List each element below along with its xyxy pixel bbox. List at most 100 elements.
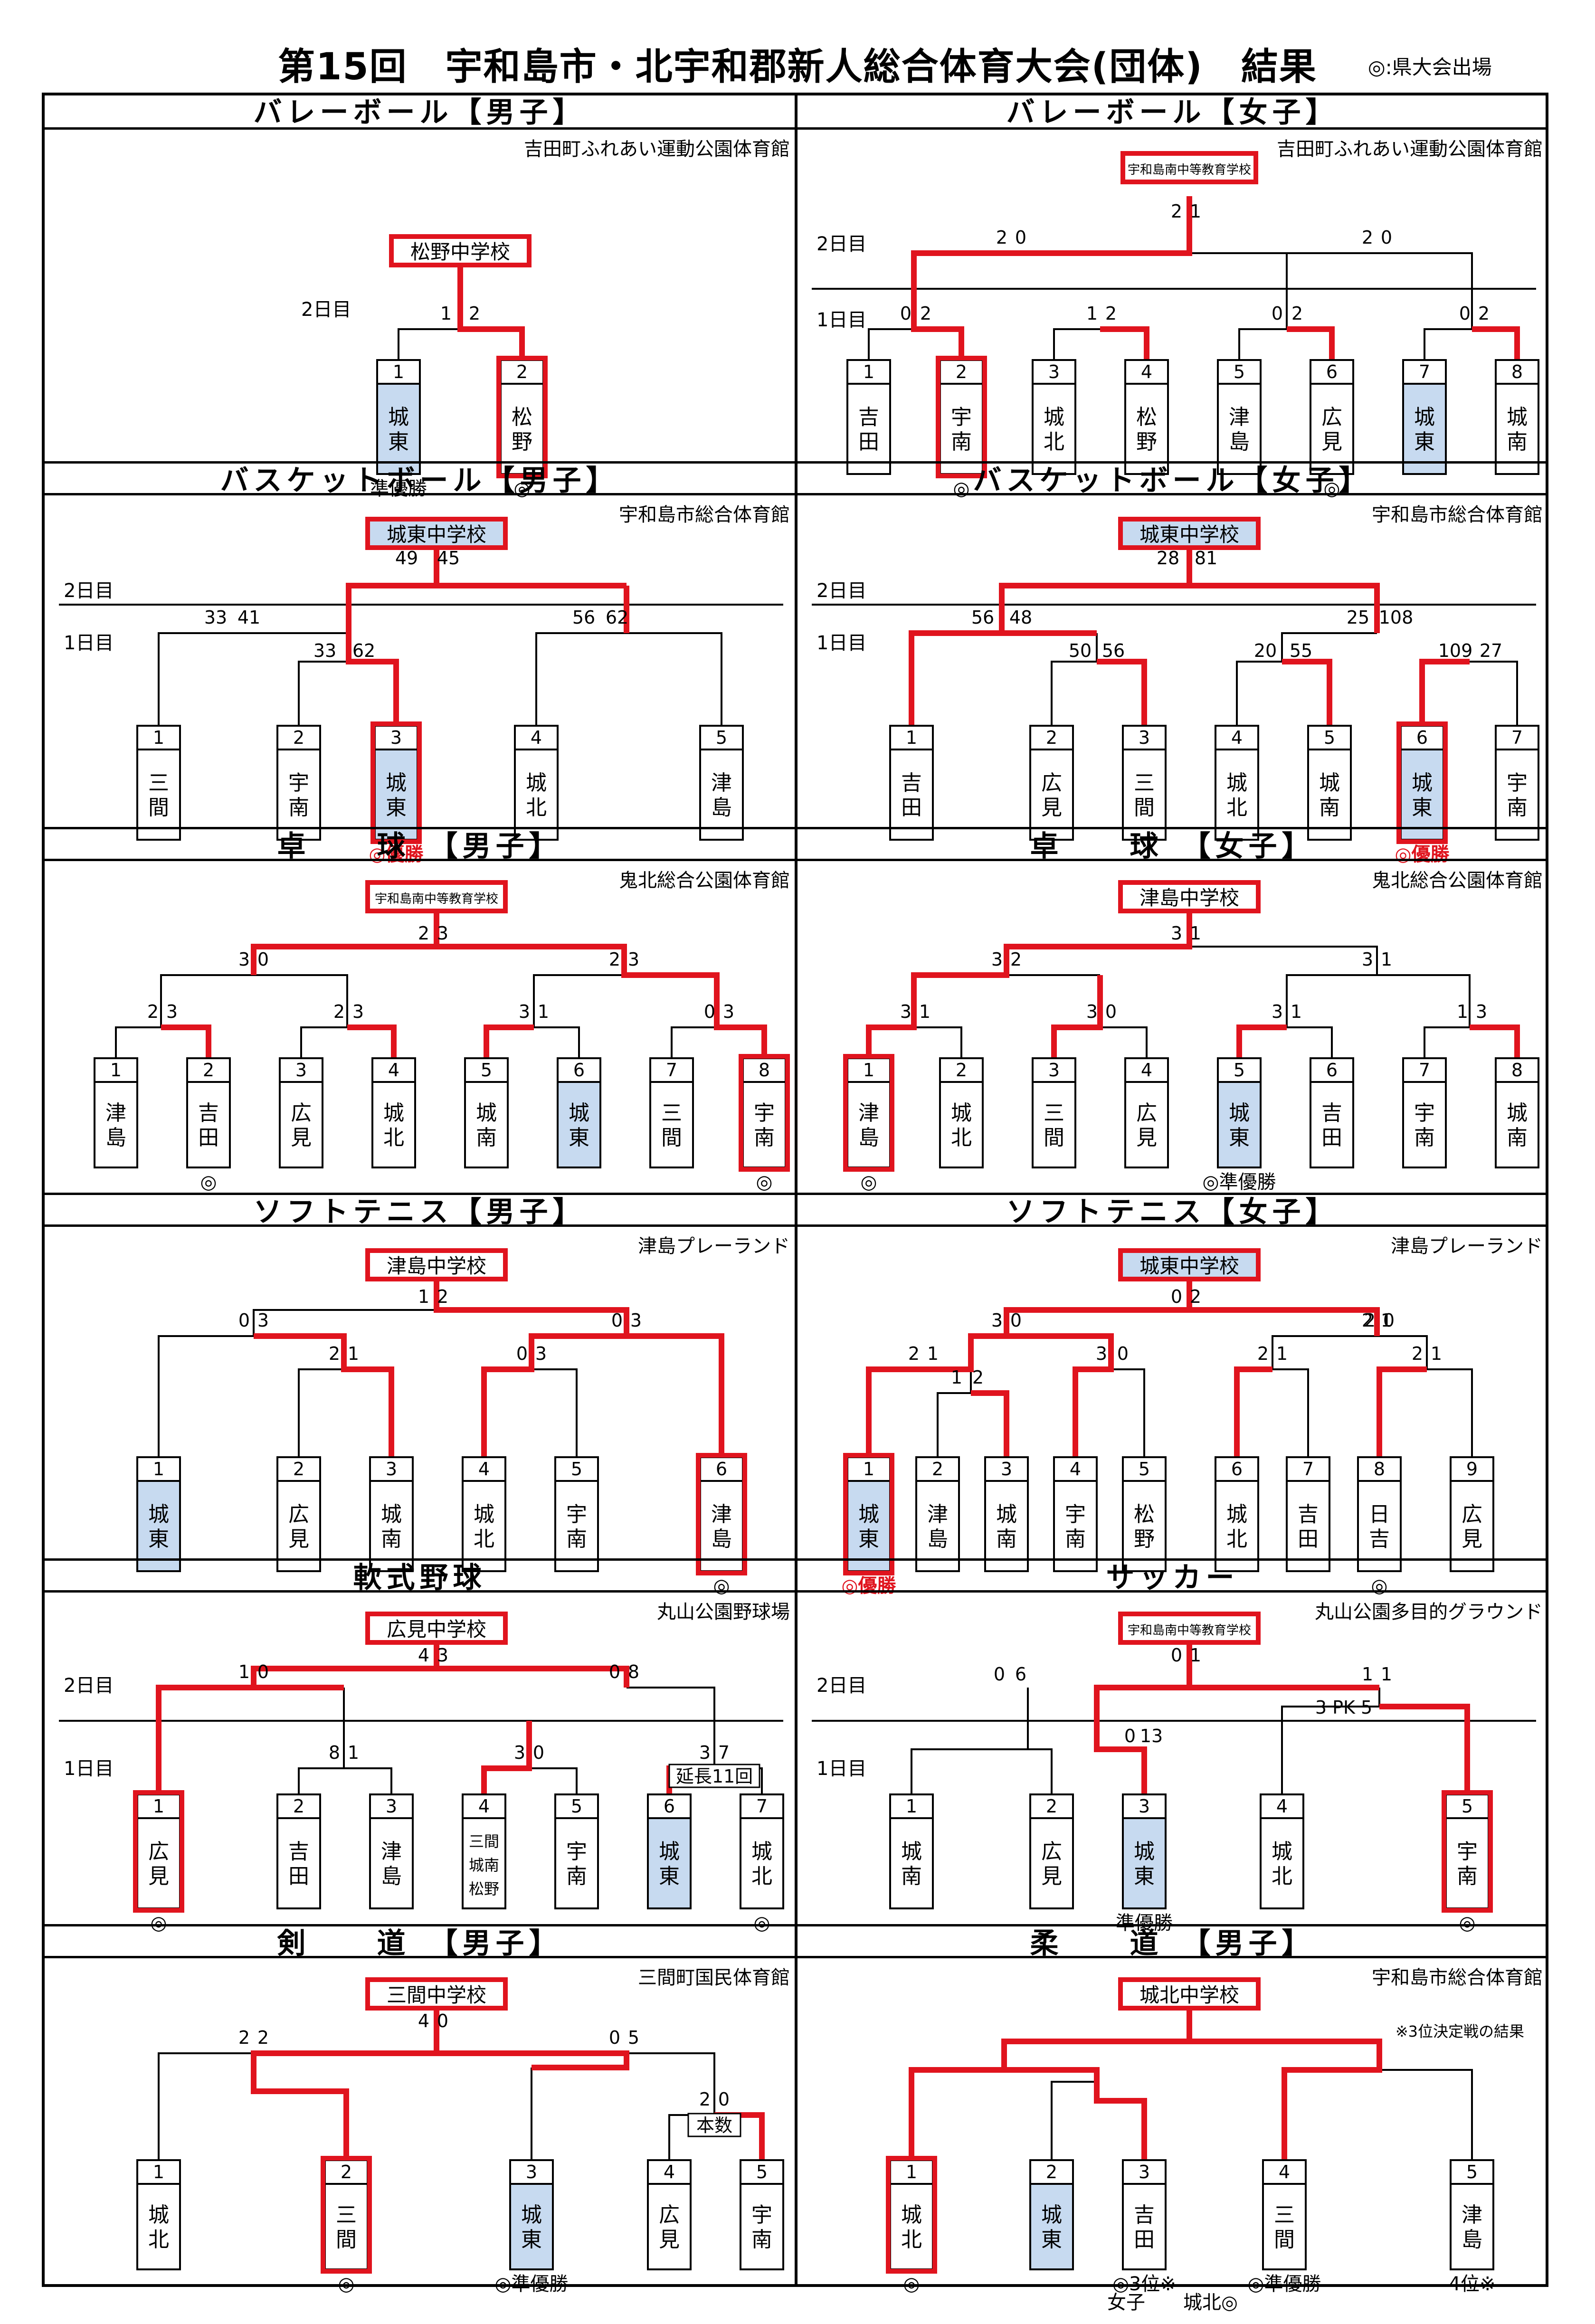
result-note: ◎3位※ bbox=[1112, 2273, 1176, 2295]
team-box: 4城北 bbox=[1215, 725, 1259, 841]
bracket-line bbox=[1272, 1368, 1309, 1457]
match-score: 2 bbox=[469, 303, 480, 324]
team-number: 1 bbox=[906, 1796, 917, 1817]
team-name: 城南 bbox=[901, 1840, 922, 1888]
result-note: ◎ bbox=[1459, 1912, 1476, 1934]
team-name: 城東 bbox=[1134, 1840, 1155, 1888]
team-box: 6城北 bbox=[1215, 1456, 1259, 1572]
match-score: 25 bbox=[1347, 607, 1369, 628]
winning-path bbox=[434, 1279, 724, 1457]
champion-name: 津島中学校 bbox=[1139, 886, 1239, 910]
team-number: 2 bbox=[1046, 1796, 1057, 1817]
team-box: 4広見 bbox=[647, 2159, 692, 2270]
bracket-line bbox=[1377, 974, 1471, 1027]
team-name: 城南 bbox=[996, 1502, 1017, 1551]
team-name: 津島 bbox=[858, 1101, 879, 1150]
match-score: 0 bbox=[516, 1343, 528, 1364]
team-name: 津島 bbox=[711, 771, 732, 820]
team-box: 3 城南 bbox=[984, 1456, 1029, 1572]
champion-name: 城東中学校 bbox=[1139, 523, 1239, 546]
match-score: 0 bbox=[900, 303, 911, 324]
venue-label: 津島プレーランド bbox=[1391, 1235, 1543, 1257]
winner-highlight bbox=[936, 356, 987, 478]
match-score: 2 bbox=[1010, 949, 1022, 970]
bracket-line bbox=[348, 585, 437, 633]
match-score: 0 bbox=[1124, 1726, 1136, 1746]
team-name: 宇南 bbox=[1414, 1101, 1435, 1150]
team-name: 津島 bbox=[711, 1502, 732, 1551]
team-number: 2 bbox=[293, 1796, 304, 1817]
match-score: 2 bbox=[333, 1001, 345, 1022]
team-number: 2 bbox=[932, 1459, 943, 1480]
team-number: 3 bbox=[386, 1459, 397, 1480]
team-name: 松野 bbox=[1136, 405, 1157, 454]
match-score: 2 bbox=[972, 1367, 984, 1388]
match-score: 0 bbox=[437, 2011, 448, 2031]
match-score: 2 bbox=[609, 949, 620, 970]
match-score: 3 bbox=[723, 1001, 734, 1022]
team-box: 5宇南 bbox=[740, 2159, 784, 2270]
team-number: 4 bbox=[1141, 1060, 1152, 1081]
team-name: 城東 bbox=[148, 1502, 169, 1551]
team-box: 8城南 bbox=[1495, 1057, 1539, 1168]
team-name: 城東 bbox=[386, 771, 407, 820]
team-box: 7三間 bbox=[649, 1057, 694, 1168]
match-score: 0 bbox=[1117, 1343, 1129, 1364]
team-box: 4松野 bbox=[1124, 359, 1169, 475]
winning-path bbox=[909, 550, 1192, 726]
team-number: 4 bbox=[478, 1459, 490, 1480]
result-note: ◎ bbox=[861, 1171, 877, 1193]
team-box: 3城南 bbox=[369, 1456, 414, 1572]
team-number: 3 bbox=[1001, 1459, 1012, 1480]
team-name: 三間 bbox=[1274, 2203, 1295, 2252]
team-number: 3 bbox=[526, 2162, 537, 2182]
team-number: 1 bbox=[863, 361, 874, 382]
match-score: 1 bbox=[1291, 1001, 1302, 1022]
match-score: 2 bbox=[1171, 201, 1182, 222]
team-box: 1広見◎ bbox=[133, 1790, 184, 1934]
bracket-line bbox=[627, 632, 722, 726]
bracket-line bbox=[529, 1767, 578, 1794]
team-number: 8 bbox=[1511, 1060, 1523, 1081]
match-score: 0 bbox=[1015, 227, 1026, 248]
match-score: 1 bbox=[538, 1001, 549, 1022]
winning-path bbox=[1097, 659, 1147, 726]
champion-name: 城東中学校 bbox=[387, 523, 486, 546]
match-score: 0 bbox=[718, 2089, 730, 2110]
team-name: 宇南 bbox=[288, 771, 309, 820]
match-note: 3 PK 5 bbox=[1315, 1697, 1372, 1718]
match-score: 2 bbox=[1291, 303, 1303, 324]
team-box: 4城北 bbox=[1260, 1793, 1304, 1909]
team-name: 城北 bbox=[383, 1101, 404, 1150]
result-note: ◎ bbox=[1324, 478, 1340, 500]
team-name: 城北 bbox=[1272, 1840, 1292, 1888]
day-label: 1日目 bbox=[816, 632, 866, 654]
team-name: 津島 bbox=[927, 1502, 948, 1551]
match-score: 4 bbox=[418, 2011, 429, 2031]
bracket-line bbox=[158, 632, 349, 726]
winning-path bbox=[1100, 326, 1149, 360]
match-score: 0 bbox=[1010, 1310, 1022, 1331]
team-box: 8宇南◎ bbox=[739, 1054, 790, 1193]
team-number: 8 bbox=[1511, 361, 1523, 382]
match-score: 1 bbox=[1190, 1645, 1201, 1666]
panel-header: サッカー bbox=[798, 1558, 1548, 1594]
match-score: 2 bbox=[418, 923, 429, 944]
team-number: 7 bbox=[666, 1060, 677, 1081]
match-score: 108 bbox=[1379, 607, 1414, 628]
match-score: 1 bbox=[1190, 923, 1201, 944]
match-score: 1 bbox=[1276, 1343, 1288, 1364]
team-name: 城東 bbox=[521, 2203, 542, 2252]
team-name: 城南 bbox=[1319, 771, 1340, 820]
team-name: 広見 bbox=[148, 1840, 169, 1888]
match-score: 0 bbox=[994, 1664, 1005, 1685]
match-score: 3 bbox=[1362, 949, 1373, 970]
winning-path bbox=[161, 1024, 211, 1058]
match-score: 27 bbox=[1480, 640, 1502, 661]
day-label: 1日目 bbox=[816, 309, 866, 331]
